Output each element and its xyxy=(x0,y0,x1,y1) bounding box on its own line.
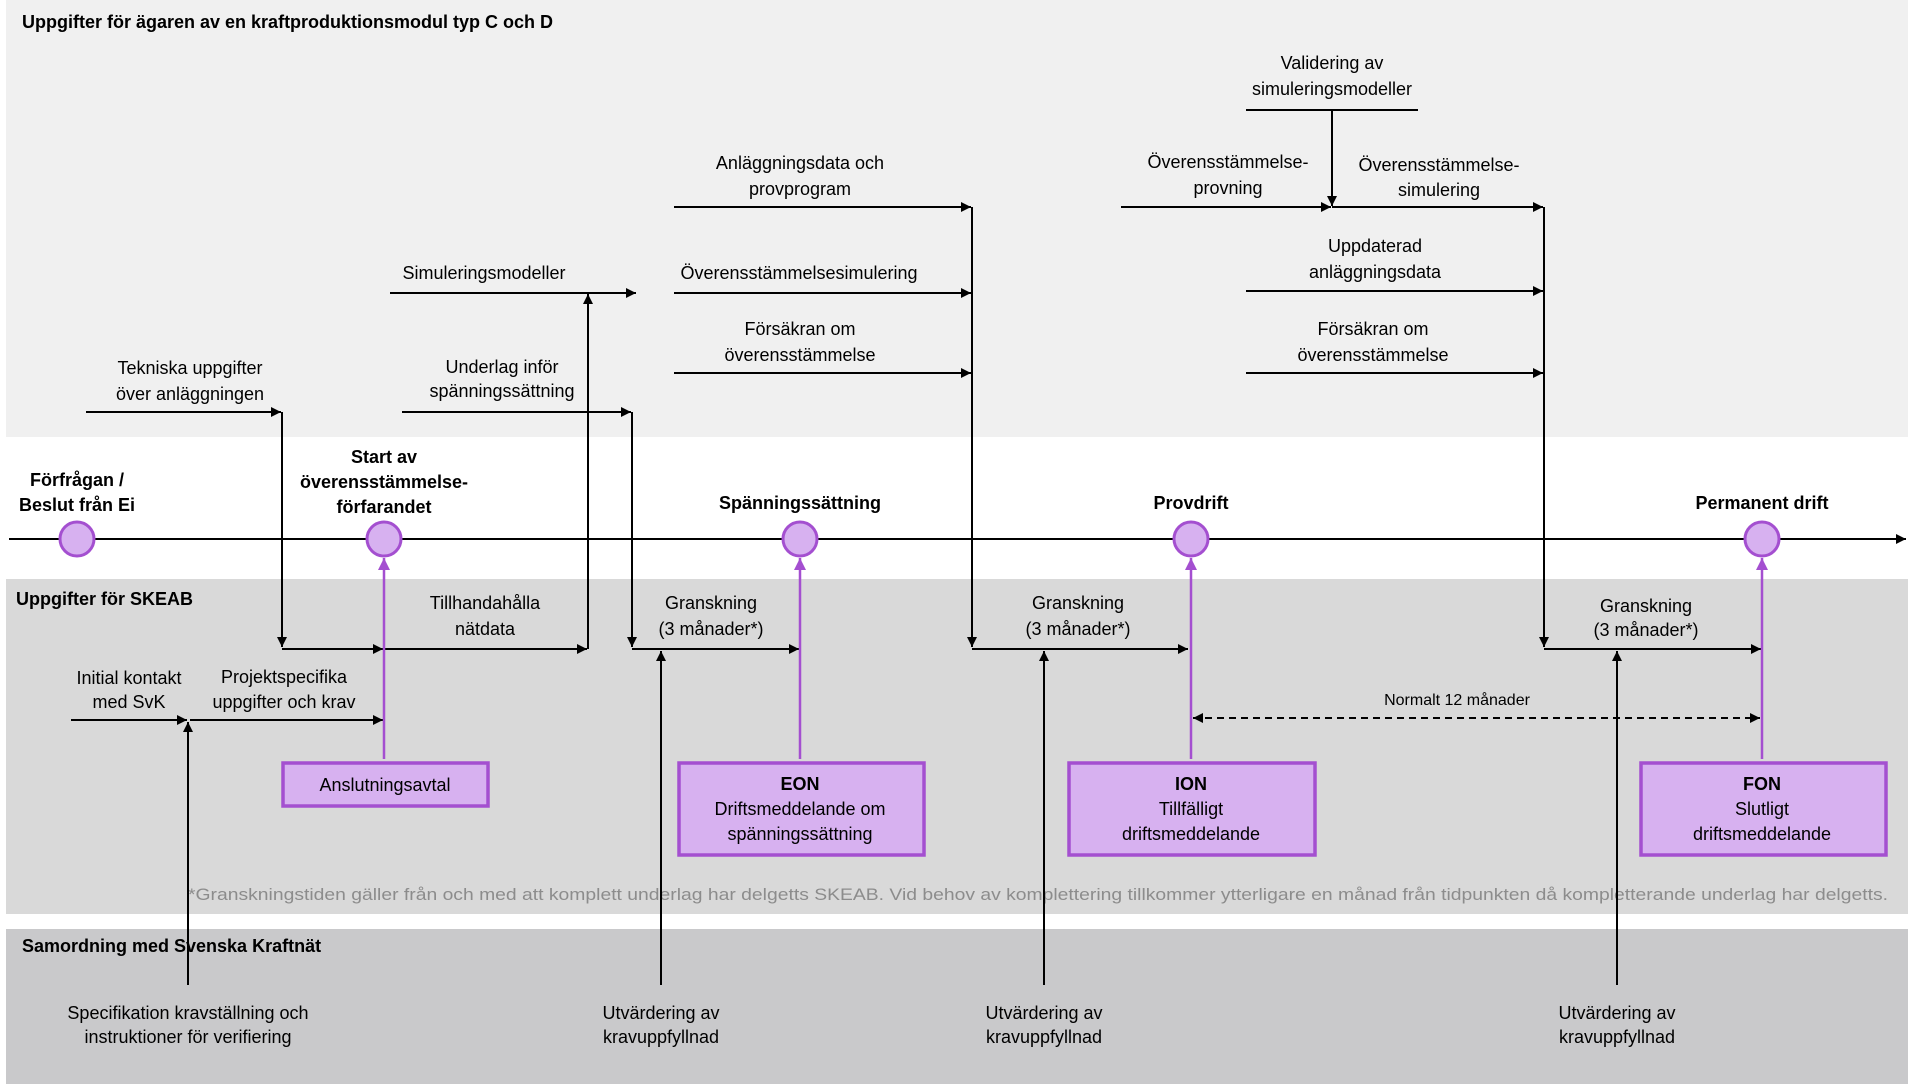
task-label: Projektspecifika xyxy=(221,667,348,687)
milestone-label: förfarandet xyxy=(336,497,431,517)
fon-box xyxy=(1639,761,1888,857)
svk-task-label: instruktioner för verifiering xyxy=(84,1027,291,1047)
eon-text: spänningssättning xyxy=(727,824,872,844)
task-label: Uppdaterad xyxy=(1328,236,1422,256)
review-label: (3 månader*) xyxy=(1025,619,1130,639)
task-label: Validering av xyxy=(1281,53,1384,73)
milestone-node-energization xyxy=(781,520,819,558)
task-label: provning xyxy=(1193,178,1262,198)
ion-text: Tillfälligt xyxy=(1159,799,1223,819)
svk-task-label: Specifikation kravställning och xyxy=(67,1003,308,1023)
review-label: (3 månader*) xyxy=(1593,620,1698,640)
task-label: Överensstämmelse- xyxy=(1147,152,1308,172)
milestone-node-start xyxy=(365,520,403,558)
svk-task-label: kravuppfyllnad xyxy=(1559,1027,1675,1047)
ion-text: driftsmeddelande xyxy=(1122,824,1260,844)
fon-text: Slutligt xyxy=(1735,799,1789,819)
eon-text: Driftsmeddelande om xyxy=(714,799,885,819)
svk-task-label: Utvärdering av xyxy=(985,1003,1102,1023)
agreement-label: Anslutningsavtal xyxy=(319,775,450,795)
task-label: överensstämmelse xyxy=(724,345,875,365)
review-label: Granskning xyxy=(1600,596,1692,616)
review-label: Granskning xyxy=(1032,593,1124,613)
task-label: Anläggningsdata och xyxy=(716,153,884,173)
svk-task-label: Utvärdering av xyxy=(1558,1003,1675,1023)
fon-code: FON xyxy=(1743,774,1781,794)
milestone-label: Permanent drift xyxy=(1695,493,1828,513)
task-label: Överensstämmelsesimulering xyxy=(680,263,917,283)
agreement-box xyxy=(281,761,490,808)
eon-box xyxy=(677,761,926,857)
review-footnote: *Granskningstiden gäller från och med at… xyxy=(188,885,1888,904)
owner-band xyxy=(6,0,1908,437)
milestone-node-request xyxy=(58,520,96,558)
task-label: spänningssättning xyxy=(429,381,574,401)
svk-task-label: kravuppfyllnad xyxy=(986,1027,1102,1047)
milestone-label: överensstämmelse- xyxy=(300,472,468,492)
task-label: Simuleringsmodeller xyxy=(402,263,565,283)
milestone-label: Spänningssättning xyxy=(719,493,881,513)
svk-band xyxy=(6,929,1908,1084)
milestone-label: Förfrågan / xyxy=(30,470,124,490)
milestone-label: Beslut från Ei xyxy=(19,495,135,515)
task-label: Överensstämmelse- xyxy=(1358,155,1519,175)
task-label: provprogram xyxy=(749,179,851,199)
task-label: Underlag inför xyxy=(445,357,558,377)
ion-code: ION xyxy=(1175,774,1207,794)
milestone-node-trial xyxy=(1172,520,1210,558)
milestone-node-permanent xyxy=(1743,520,1781,558)
svk-task-label: Utvärdering av xyxy=(602,1003,719,1023)
ion-box xyxy=(1067,761,1317,857)
task-label: över anläggningen xyxy=(116,384,264,404)
task-label: Initial kontakt xyxy=(76,668,181,688)
duration-label: Normalt 12 månader xyxy=(1384,691,1531,709)
milestone-label: Start av xyxy=(351,447,417,467)
eon-code: EON xyxy=(780,774,819,794)
task-label: överensstämmelse xyxy=(1297,345,1448,365)
svk-band-title: Samordning med Svenska Kraftnät xyxy=(22,936,321,956)
task-label: Försäkran om xyxy=(744,319,855,339)
review-label: (3 månader*) xyxy=(658,619,763,639)
task-label: Tekniska uppgifter xyxy=(117,358,262,378)
task-label: uppgifter och krav xyxy=(212,692,355,712)
review-label: Granskning xyxy=(665,593,757,613)
task-label: simulering xyxy=(1398,180,1480,200)
skeab-band xyxy=(6,579,1908,914)
task-label: simuleringsmodeller xyxy=(1252,79,1412,99)
task-label: nätdata xyxy=(455,619,516,639)
fon-text: driftsmeddelande xyxy=(1693,824,1831,844)
task-label: Tillhandahålla xyxy=(430,593,541,613)
task-label: med SvK xyxy=(92,692,165,712)
task-label: anläggningsdata xyxy=(1309,262,1442,282)
task-label: Försäkran om xyxy=(1317,319,1428,339)
skeab-band-title: Uppgifter för SKEAB xyxy=(16,589,193,609)
owner-band-title: Uppgifter för ägaren av en kraftprodukti… xyxy=(22,12,553,32)
milestone-label: Provdrift xyxy=(1153,493,1228,513)
svk-task-label: kravuppfyllnad xyxy=(603,1027,719,1047)
